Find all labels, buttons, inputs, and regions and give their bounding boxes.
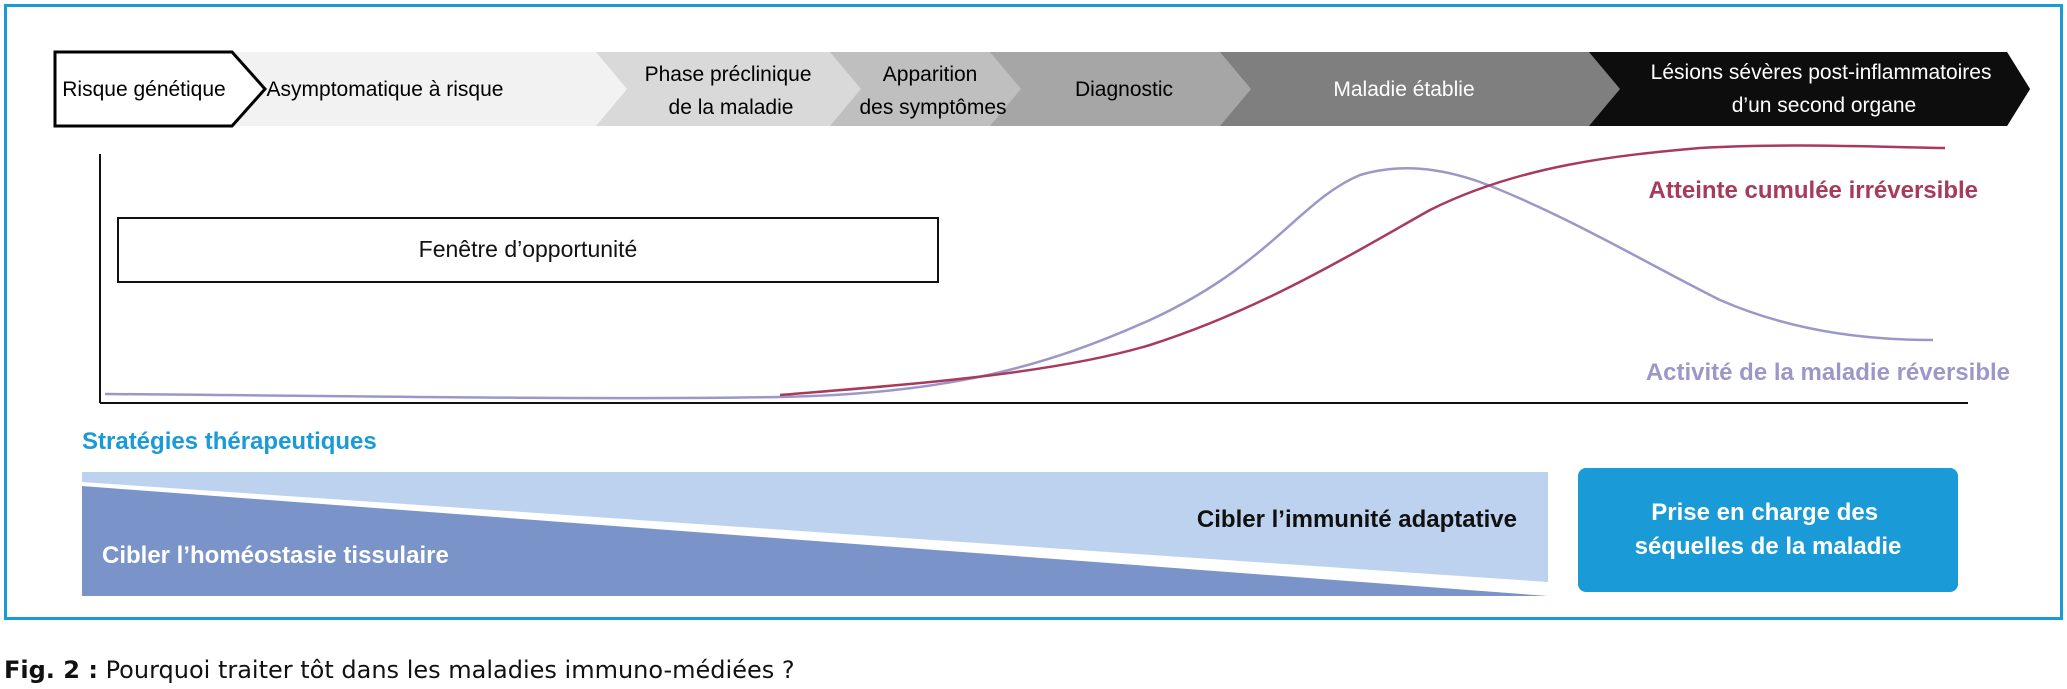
stage-5-label: Maladie établie [1333, 78, 1474, 101]
adaptive-immunity-label: Cibler l’immunité adaptative [1197, 506, 1517, 533]
stage-6-shape [1589, 52, 2030, 126]
stage-3-shape [830, 52, 1021, 126]
figure-caption: Fig. 2 : Pourquoi traiter tôt dans les m… [4, 656, 795, 684]
homeostasis-label: Cibler l’homéostasie tissulaire [102, 542, 449, 569]
cumulative-label: Atteinte cumulée irréversible [1649, 177, 1978, 204]
stage-4-label: Diagnostic [1075, 78, 1173, 101]
disease-timeline: Risque génétique Asymptomatique à risque… [53, 50, 2030, 128]
stage-2-shape [596, 52, 861, 126]
graph-axes [99, 154, 1968, 404]
stage-5-shape [1220, 52, 1620, 126]
opportunity-window-box [117, 217, 939, 283]
stage-0-label: Risque génétique [62, 78, 225, 101]
sequelae-box [1578, 468, 1958, 592]
stage-6-label: Lésions sévères post-inflammatoires d’un… [1651, 61, 1998, 117]
figure-frame [4, 4, 2063, 620]
sequelae-label: Prise en charge des séquelles de la mala… [1635, 499, 1902, 560]
stage-0-shape [53, 50, 268, 128]
adaptive-immunity-band [82, 472, 1548, 582]
homeostasis-band [82, 486, 1548, 596]
caption-label: Fig. 2 : [4, 656, 98, 684]
stage-1-shape-b [232, 52, 627, 126]
strategies-heading: Stratégies thérapeutiques [82, 428, 377, 455]
activity-label: Activité de la maladie réversible [1646, 359, 2010, 386]
cumulative-curve [779, 144, 1946, 397]
stage-1-label: Asymptomatique à risque [267, 78, 504, 101]
diagram-canvas: Risque génétique Asymptomatique à risque… [53, 50, 2030, 596]
stage-4-shape [990, 52, 1251, 126]
stage-3-label: Apparition des symptômes [859, 63, 1006, 119]
activity-curve [104, 167, 1934, 400]
caption-text: Pourquoi traiter tôt dans les maladies i… [97, 656, 795, 684]
stage-2-label: Phase préclinique de la maladie [645, 63, 818, 119]
opportunity-window-label: Fenêtre d’opportunité [419, 236, 638, 262]
